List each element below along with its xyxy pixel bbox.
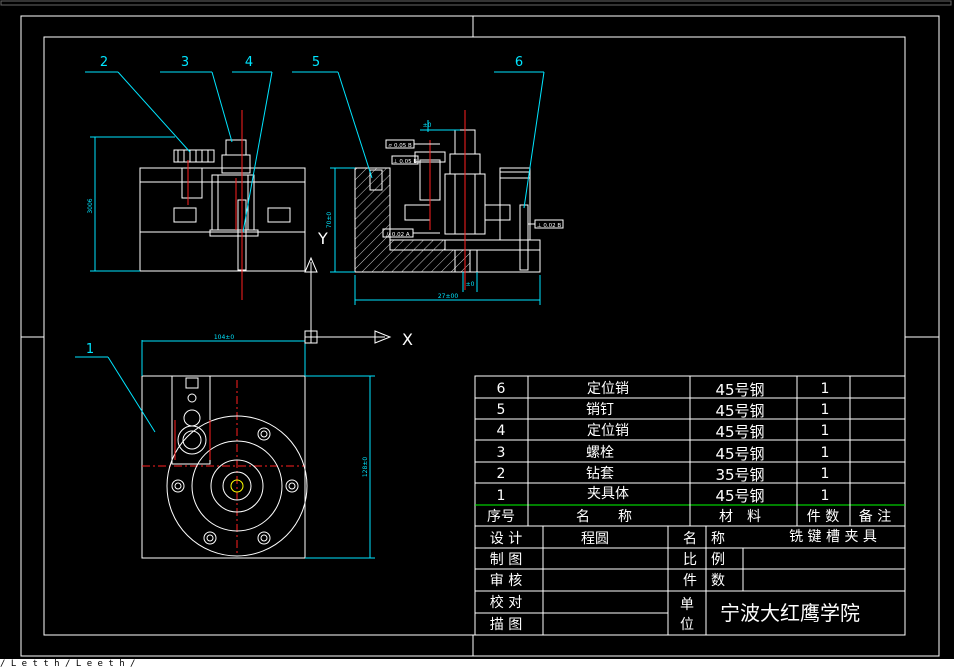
ucs-axis-icon: Y X [304,229,413,349]
parts-row: 3 螺栓 45号钢 1 [497,445,830,463]
svg-text:定位销: 定位销 [587,381,629,397]
svg-text:名 称: 名 称 [576,509,632,525]
count-label: 件 数 [683,573,725,589]
svg-text:件 数: 件 数 [807,509,839,525]
parts-row: 2 钻套 35号钢 1 [497,466,830,484]
review-label: 审 核 [490,573,522,589]
svg-text:1: 1 [821,423,830,439]
balloon-5: 5 [312,55,320,70]
designer-name: 程圆 [581,531,609,547]
parts-row: 6 定位销 45号钢 1 [497,381,830,399]
svg-text:2: 2 [497,466,506,482]
title-block[interactable]: 设 计 程圆 制 图 审 核 校 对 描 图 名 称 铣 键 槽 夹 具 比 例… [475,526,905,635]
unit-label-bottom: 位 [680,617,694,633]
gdt-frame-2: ⊥ 0.05 B [391,155,419,165]
svg-text:备 注: 备 注 [859,508,891,525]
svg-text:材 料: 材 料 [719,509,761,525]
x-axis-label: X [402,330,413,349]
svg-text:1: 1 [821,488,830,504]
parts-row: 1 夹具体 45号钢 1 [497,486,830,505]
svg-text:5: 5 [497,402,506,418]
svg-text:45号钢: 45号钢 [715,487,764,505]
top-width-dim: 104±0 [214,334,234,341]
parts-row: 4 定位销 45号钢 1 [497,423,830,441]
parts-row: 5 销钉 45号钢 1 [497,402,830,420]
svg-text:3: 3 [497,445,506,461]
top-small-dim: ±0 [423,122,432,129]
parts-header-row: 序号 名 称 材 料 件 数 备 注 [487,508,891,525]
school-name: 宁波大红鹰学院 [720,601,860,625]
svg-text:⊥ 0.05 B: ⊥ 0.05 B [393,159,418,165]
balloon-6: 6 [515,55,523,70]
command-line[interactable]: / L e t t h / L e e t h / [0,659,954,669]
scale-label: 比 例 [683,552,725,568]
balloon-2: 2 [100,55,108,70]
side-width-dim: 27±00 [438,293,458,300]
name-label: 名 称 [683,531,725,547]
gdt-frame-1: ⌭ 0.05 B [385,139,440,149]
unit-label-top: 单 [680,597,694,613]
svg-text:⌭ 0.05 B: ⌭ 0.05 B [388,143,412,149]
svg-text:35号钢: 35号钢 [715,466,764,484]
trace-label: 描 图 [490,617,522,633]
svg-text:螺栓: 螺栓 [586,445,614,461]
svg-text:1: 1 [821,402,830,418]
top-height-dim: 128±0 [362,457,369,477]
y-axis-label: Y [317,229,328,248]
svg-text:序号: 序号 [487,509,515,525]
top-view[interactable]: 104±0 128±0 [141,334,375,559]
svg-text:45号钢: 45号钢 [715,381,764,399]
svg-text:钻套: 钻套 [586,466,614,482]
balloon-3: 3 [181,55,189,70]
svg-text:⊥ 0.02 B: ⊥ 0.02 B [537,223,562,229]
svg-text:45号钢: 45号钢 [715,445,764,463]
drawing-name: 铣 键 槽 夹 具 [789,529,877,545]
svg-text:45号钢: 45号钢 [715,402,764,420]
parts-list-table[interactable]: 6 定位销 45号钢 1 5 销钉 45号钢 1 4 定位销 45号钢 1 3 … [474,375,906,636]
svg-text:定位销: 定位销 [587,423,629,439]
balloon-leaders: 1 2 3 4 5 6 [75,55,545,433]
front-view[interactable]: 3006 [87,110,306,300]
svg-text:1: 1 [821,381,830,397]
proof-label: 校 对 [490,594,522,611]
svg-text:1: 1 [821,445,830,461]
side-height-dim: 70±0 [326,212,333,229]
svg-text:销钉: 销钉 [586,402,614,418]
side-view[interactable]: 70±0 27±00 ±0 ±0 ⌭ 0.05 B ⊥ 0.05 B // 0.… [326,110,564,305]
balloon-1: 1 [86,342,94,357]
draw-label: 制 图 [490,552,522,568]
bore-dim: ±0 [466,281,475,288]
svg-text:1: 1 [821,466,830,482]
svg-text:1: 1 [497,488,506,504]
svg-text:6: 6 [497,381,506,397]
balloon-4: 4 [245,55,253,70]
svg-text:4: 4 [497,423,506,439]
svg-text:// 0.02 A: // 0.02 A [386,232,409,238]
gdt-frame-3: // 0.02 A [382,228,440,238]
svg-text:45号钢: 45号钢 [715,423,764,441]
design-label: 设 计 [490,531,522,547]
svg-text:夹具体: 夹具体 [587,486,629,502]
front-height-dim: 3006 [87,198,94,213]
gdt-frame-4: ⊥ 0.02 B [528,219,564,229]
